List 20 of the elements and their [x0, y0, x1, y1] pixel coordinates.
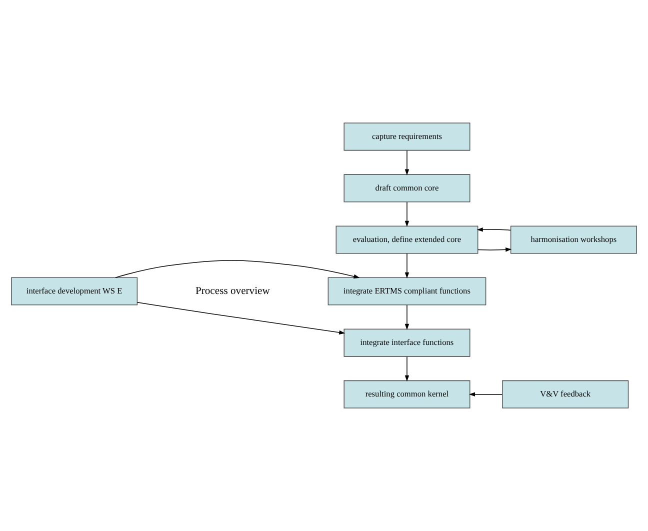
arrow: [478, 248, 512, 252]
node-box: integrate interface functions: [344, 328, 470, 357]
arrow: [404, 356, 410, 382]
node-box: integrate ERTMS compliant functions: [328, 277, 486, 306]
label: Process overview: [195, 286, 270, 298]
arrow: [115, 260, 360, 279]
node-box: evaluation, define extended core: [336, 226, 478, 254]
arrow: [404, 253, 410, 278]
arrow: [404, 150, 410, 176]
node-box: harmonisation workshops: [510, 226, 637, 254]
arrow: [404, 304, 410, 330]
arrow: [404, 202, 410, 227]
node-box: interface development WS E: [11, 277, 138, 306]
node-box: draft common core: [344, 174, 470, 202]
arrow: [136, 302, 346, 335]
arrow: [476, 227, 511, 232]
node-box: V&V feedback: [502, 380, 629, 408]
arrow: [468, 392, 502, 396]
node-box: resulting common kernel: [344, 380, 470, 408]
node-box: capture requirements: [344, 122, 470, 151]
